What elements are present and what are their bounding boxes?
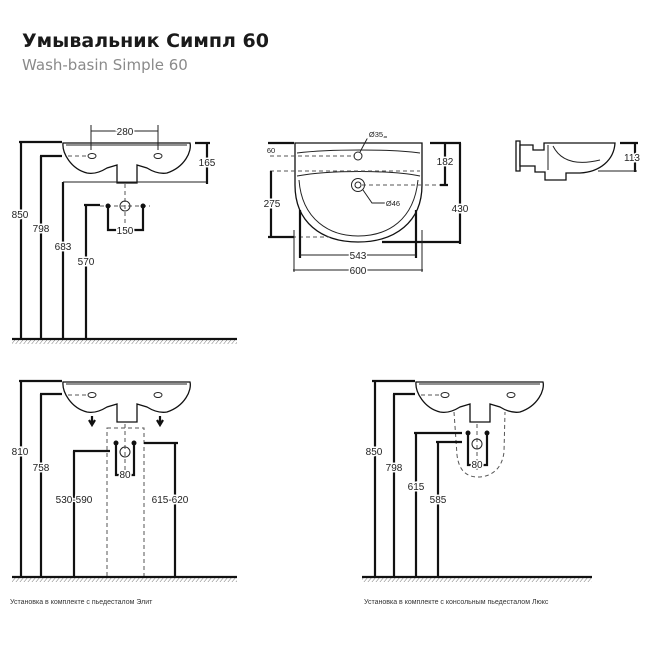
side-view: 113 xyxy=(515,140,642,181)
dim-758: 758 xyxy=(33,463,50,474)
dim-182: 182 xyxy=(437,157,454,168)
pedestal-install-view: 80 810 758 530-590 615-620 Установка в к… xyxy=(10,379,237,606)
dim-570: 570 xyxy=(78,257,95,268)
dim-150: 150 xyxy=(117,226,134,237)
dim-60: 60 xyxy=(267,146,275,155)
dim-113: 113 xyxy=(624,153,640,164)
dim-165: 165 xyxy=(199,158,216,169)
dim-543: 543 xyxy=(350,251,367,262)
dim-798: 798 xyxy=(33,224,50,235)
dim-615: 615 xyxy=(408,482,425,493)
caption-pedestal: Установка в комплекте с пьедесталом Элит xyxy=(10,599,153,606)
dim-850: 850 xyxy=(366,447,383,458)
dim-683: 683 xyxy=(55,242,72,253)
dim-810: 810 xyxy=(12,447,29,458)
dim-430: 430 xyxy=(452,204,469,215)
top-view: Ø35 Ø46 60 275 182 430 543 600 xyxy=(262,129,470,279)
dim-585: 585 xyxy=(430,495,447,506)
caption-console: Установка в комплекте с консольным пьеде… xyxy=(364,599,549,606)
dim-diameter-46: Ø46 xyxy=(386,199,400,208)
dim-850: 850 xyxy=(12,210,29,221)
dim-diameter-35: Ø35 xyxy=(369,130,383,139)
dim-600: 600 xyxy=(350,266,367,277)
dim-798: 798 xyxy=(386,463,403,474)
page-title: Умывальник Симпл 60 xyxy=(22,30,269,52)
page-subtitle: Wash-basin Simple 60 xyxy=(22,56,188,74)
console-install-view: 80 850 798 615 585 Установка в комплекте… xyxy=(362,379,592,606)
dim-80: 80 xyxy=(119,470,131,481)
dim-275: 275 xyxy=(264,199,281,210)
front-view: 280 165 150 850 798 683 570 xyxy=(10,125,237,344)
dim-80: 80 xyxy=(471,460,483,471)
dim-530-590: 530-590 xyxy=(56,495,93,506)
dim-615-620: 615-620 xyxy=(152,495,189,506)
dim-280: 280 xyxy=(117,127,134,138)
